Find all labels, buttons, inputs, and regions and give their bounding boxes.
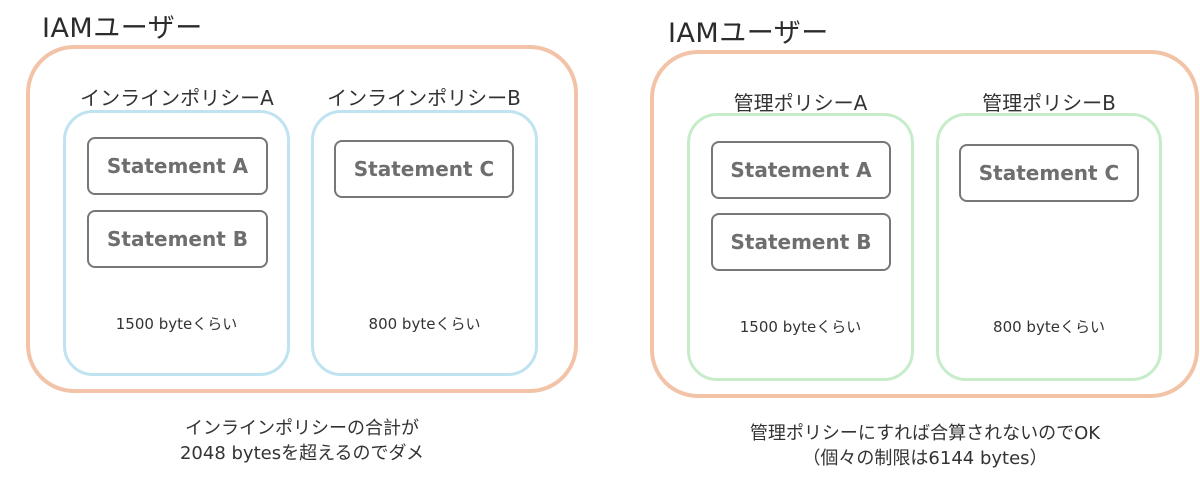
managed-policy-b-box (936, 113, 1162, 381)
managed-policy-a-title: 管理ポリシーA (733, 91, 868, 115)
managed-policy-a-statement-b: Statement B (711, 213, 891, 271)
managed-policy-a-size: 1500 byteくらい (739, 318, 862, 336)
inline-policy-a-statement-a: Statement A (87, 137, 268, 195)
left-caption: インラインポリシーの合計が 2048 bytesを超えるのでダメ (86, 416, 518, 466)
left-caption-line-2: 2048 bytesを超えるのでダメ (179, 443, 425, 464)
right-iam-user-box (650, 50, 1199, 398)
right-caption: 管理ポリシーにすれば合算されないのでOK （個々の制限は6144 bytes） (690, 421, 1160, 471)
right-caption-line-1: 管理ポリシーにすれば合算されないのでOK (749, 423, 1101, 444)
managed-policy-b-size: 800 byteくらい (993, 318, 1105, 336)
inline-policy-b-title: インラインポリシーB (327, 86, 521, 110)
managed-policy-a-statement-a: Statement A (711, 141, 891, 199)
inline-policy-b-box (311, 110, 538, 376)
left-iam-user-title: IAMユーザー (42, 13, 203, 44)
inline-policy-a-size: 1500 byteくらい (115, 315, 238, 333)
inline-policy-a-title: インラインポリシーA (80, 86, 274, 110)
managed-policy-b-title: 管理ポリシーB (982, 91, 1116, 115)
left-caption-line-1: インラインポリシーの合計が (185, 418, 419, 439)
right-iam-user-title: IAMユーザー (668, 18, 829, 49)
right-caption-line-2: （個々の制限は6144 bytes） (802, 448, 1048, 469)
inline-policy-a-box (63, 110, 290, 376)
inline-policy-b-size: 800 byteくらい (368, 315, 481, 333)
inline-policy-b-statement-c: Statement C (334, 140, 514, 198)
managed-policy-a-box (687, 113, 914, 381)
managed-policy-b-statement-c: Statement C (959, 144, 1139, 202)
left-iam-user-box (26, 45, 578, 393)
inline-policy-a-statement-b: Statement B (87, 210, 268, 268)
